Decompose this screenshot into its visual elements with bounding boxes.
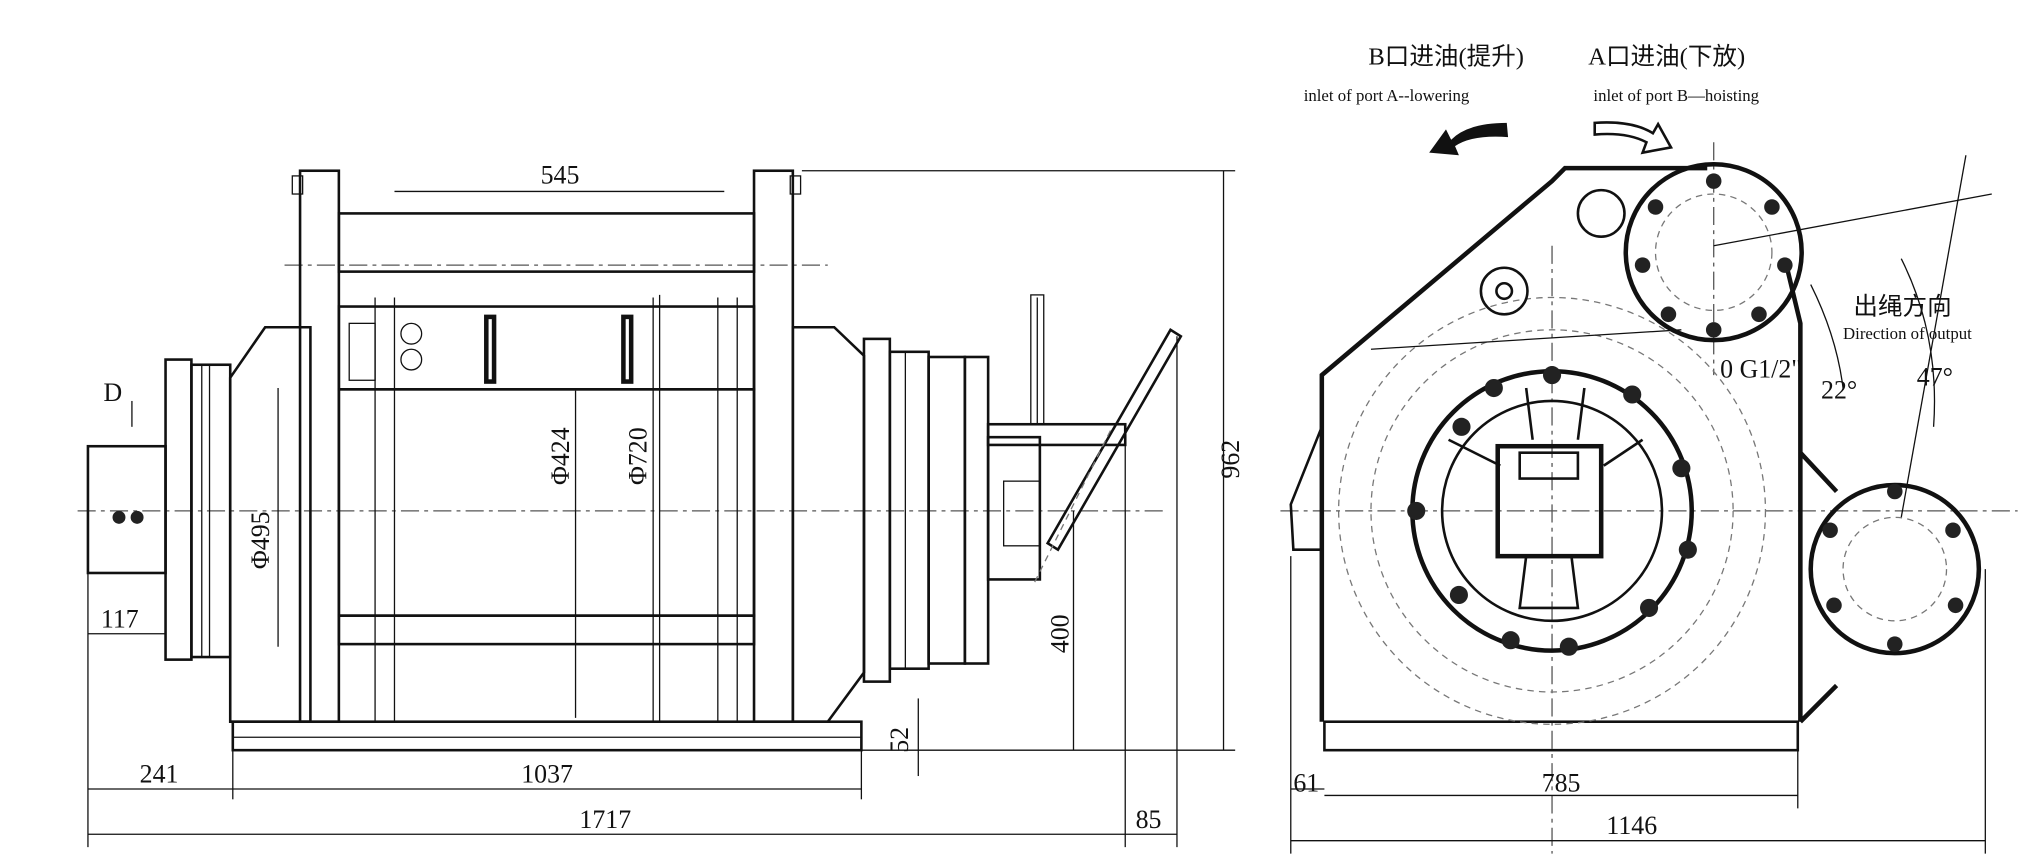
arrow-lowering-icon [1429,122,1509,156]
dim-1146: 1146 [1606,811,1657,840]
end-view: B口进油(提升) A口进油(下放) inlet of port A--lower… [1280,43,2018,854]
dim-400: 400 [1045,614,1074,653]
dim-61: 61 [1293,769,1319,798]
output-direction-cn: 出绳方向 [1853,292,1951,320]
arrow-hoisting-icon [1593,121,1674,155]
dim-545: 545 [541,161,580,190]
dim-424: Φ424 [546,427,575,485]
title-a-port-cn: A口进油(下放) [1588,43,1745,71]
dim-785: 785 [1542,769,1581,798]
dim-85: 85 [1136,805,1162,834]
label-port-a: inlet of port A--lowering [1304,86,1470,105]
title-b-port-cn: B口进油(提升) [1368,43,1524,71]
output-direction-en: Direction of output [1843,324,1972,343]
dim-720: Φ720 [624,427,653,485]
dim-1037: 1037 [521,760,573,789]
dim-117: 117 [101,604,139,633]
dim-962: 962 [1216,440,1245,479]
port-thread: 0 G1/2" [1720,355,1802,384]
view-marker-d: D [103,378,122,407]
label-port-b: inlet of port B—hoisting [1593,86,1759,105]
dim-241: 241 [140,760,179,789]
dim-52: 52 [885,727,914,753]
angle-22: 22° [1821,375,1857,404]
dim-1717: 1717 [579,805,631,834]
angle-47: 47° [1917,362,1953,391]
dim-495: Φ495 [246,511,275,569]
side-view: 545 Φ495 Φ424 Φ720 962 400 117 D 241 103… [77,161,1245,848]
